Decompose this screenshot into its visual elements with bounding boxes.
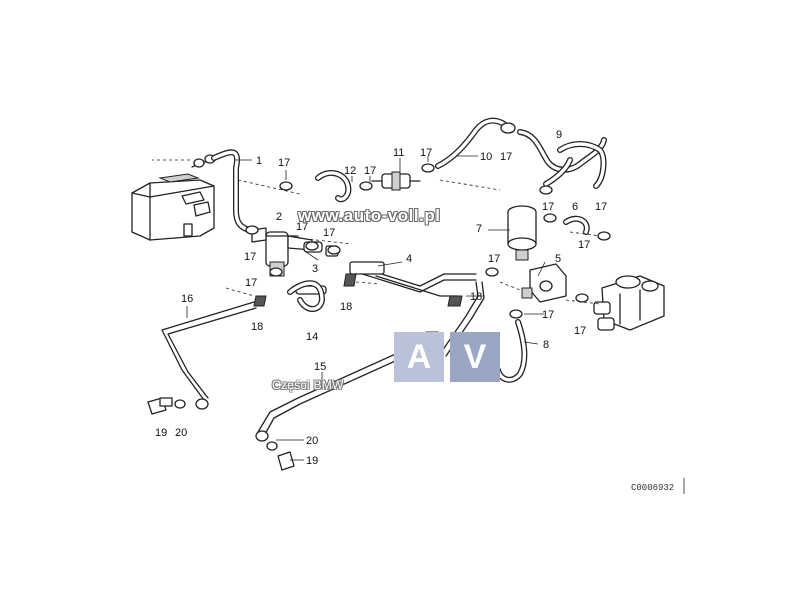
callout-17: 17 xyxy=(542,201,554,213)
callout-10: 10 xyxy=(480,151,492,163)
hose-14 xyxy=(287,280,325,312)
callout-17: 17 xyxy=(500,151,512,163)
watermark-parts-text: Części BMW xyxy=(272,378,344,392)
callout-17: 17 xyxy=(278,157,290,169)
pipe-16 xyxy=(161,301,257,401)
callout-14: 14 xyxy=(306,331,318,343)
hose-1 xyxy=(211,149,253,233)
callout-17: 17 xyxy=(578,239,590,251)
callout-17: 17 xyxy=(323,227,335,239)
callout-17: 17 xyxy=(296,221,308,233)
callout-18: 18 xyxy=(470,291,482,303)
callout-1: 1 xyxy=(256,155,262,167)
watermark-logo: A V xyxy=(392,326,502,386)
callout-8: 8 xyxy=(543,339,549,351)
hose-12 xyxy=(315,169,352,203)
callout-17: 17 xyxy=(420,147,432,159)
callout-11: 11 xyxy=(393,147,404,159)
hose-10 xyxy=(435,117,507,169)
engine-block xyxy=(131,154,216,241)
pipe-4 xyxy=(349,261,477,297)
callout-16: 16 xyxy=(181,293,193,305)
pipe-15 xyxy=(257,351,403,437)
callout-4: 4 xyxy=(406,253,412,265)
logo-letter-v: V xyxy=(450,332,500,382)
callout-3: 3 xyxy=(312,263,318,275)
callout-20: 20 xyxy=(306,435,318,447)
callout-17: 17 xyxy=(488,253,500,265)
callout-5: 5 xyxy=(555,253,561,265)
callout-17: 17 xyxy=(244,251,256,263)
control-valve xyxy=(507,205,537,261)
valve-5 xyxy=(521,263,567,303)
callout-17: 17 xyxy=(245,277,257,289)
callout-6: 6 xyxy=(572,201,578,213)
callout-20: 20 xyxy=(175,427,187,439)
callout-18: 18 xyxy=(251,321,263,333)
callout-12: 12 xyxy=(344,165,356,177)
heater-valve-assembly xyxy=(593,275,665,331)
callout-17: 17 xyxy=(574,325,586,337)
hose-8 xyxy=(495,319,528,383)
callout-17: 17 xyxy=(542,309,554,321)
banjo-bolts-washers xyxy=(147,397,295,471)
hose-6 xyxy=(563,215,590,235)
check-valve xyxy=(371,171,421,191)
leader-lines xyxy=(152,155,601,461)
callout-2: 2 xyxy=(276,211,282,223)
watermark-url: www.auto-voll.pl xyxy=(298,206,441,225)
logo-letter-a: A xyxy=(394,332,444,382)
callout-19: 19 xyxy=(155,427,167,439)
callout-15: 15 xyxy=(314,361,326,373)
callout-7: 7 xyxy=(476,223,482,235)
reference-code: C0006932 xyxy=(631,483,674,493)
hose-clamps xyxy=(245,122,611,319)
auxiliary-pump xyxy=(251,227,313,277)
hose-assembly-9 xyxy=(517,129,607,189)
callout-9: 9 xyxy=(556,129,562,141)
callout-18: 18 xyxy=(340,301,352,313)
callout-17: 17 xyxy=(364,165,376,177)
callout-17: 17 xyxy=(595,201,607,213)
callout-19: 19 xyxy=(306,455,318,467)
